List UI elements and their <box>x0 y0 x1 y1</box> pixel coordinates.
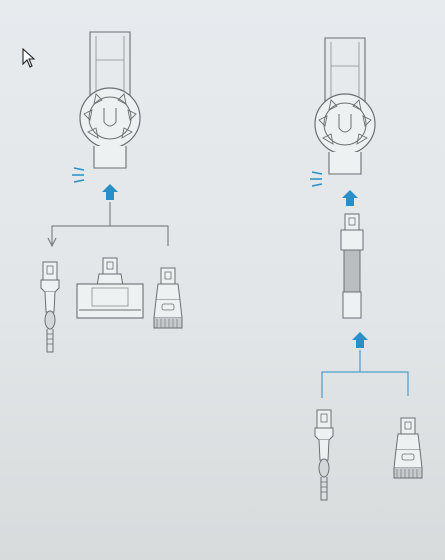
crevice-tool-illustration <box>40 261 60 353</box>
mini-head-illustration <box>76 257 144 319</box>
arrow-pointer-icon <box>22 48 36 68</box>
connector-bracket <box>321 350 409 398</box>
up-arrow-icon <box>102 184 118 200</box>
combination-brush-illustration <box>153 267 183 329</box>
up-arrow-icon <box>352 332 368 348</box>
combination-brush-illustration <box>393 417 423 479</box>
vacuum-body-illustration <box>79 31 141 169</box>
up-arrow-icon <box>342 190 358 206</box>
click-indicator-icon <box>71 167 85 183</box>
extension-hose-illustration <box>340 213 364 319</box>
click-indicator-icon <box>309 171 323 187</box>
connector-bracket <box>51 202 169 246</box>
vacuum-body-illustration <box>314 37 376 175</box>
left-panel <box>40 31 183 353</box>
crevice-tool-illustration <box>314 409 334 501</box>
right-panel <box>309 37 423 501</box>
